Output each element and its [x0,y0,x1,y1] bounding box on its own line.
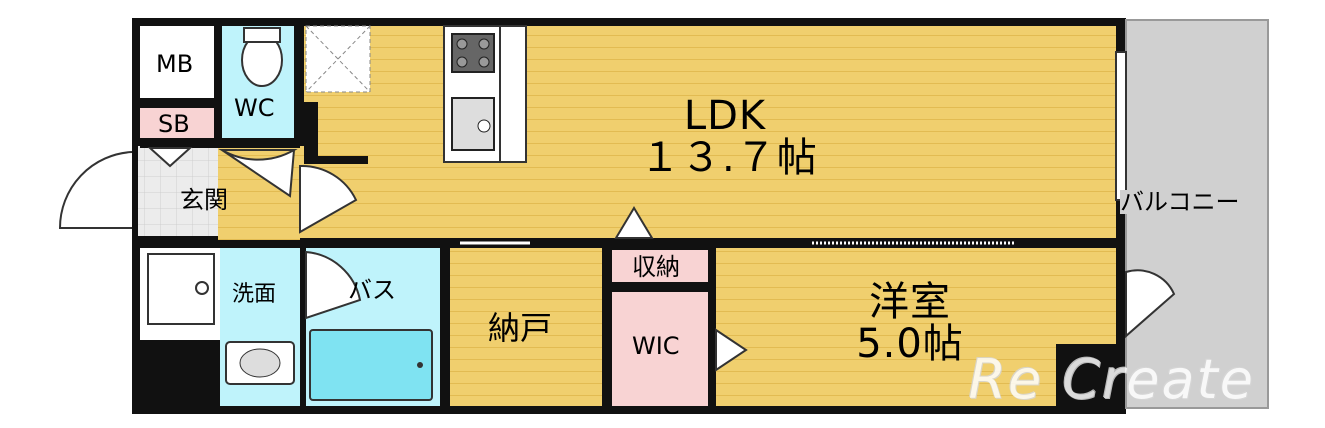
toilet-tank [243,27,281,43]
western-room-label: 洋室 5.0帖 [830,282,990,364]
bath-label: バス [348,276,396,304]
kitchen-back-counter [499,25,527,163]
wall-sb-entrance [140,138,300,148]
balcony-area [1125,19,1269,409]
wash-cabinet [140,340,220,408]
bath-door [305,250,362,320]
wall-wc-left [214,26,222,146]
western-room-pillar [1056,344,1116,408]
ldk-partition-stub [304,102,318,160]
mb-label: MB [156,50,194,78]
ldk-floor [300,26,1116,240]
balcony-door [1125,269,1176,339]
bathtub [309,329,433,401]
wic-floor [612,292,708,406]
wall-storage-left [440,240,450,410]
wic-door-marker [715,328,748,372]
western-room-name: 洋室 [869,279,951,325]
wall-wic-left [602,240,612,410]
wall-mb-sb [140,98,214,108]
washroom-label: 洗面 [232,282,277,307]
wc-label: WC [234,94,275,122]
kitchen-cooktop [451,33,495,73]
entrance-floor [138,146,218,236]
sb-label: SB [158,110,190,138]
ldk-name: LDK [683,93,767,139]
wic-label: WIC [632,332,680,360]
ldk-label: LDK １３.７帖 [640,93,818,181]
entrance-label: 玄関 [180,186,228,214]
wall-washroom-bath [300,240,306,410]
bath-drain [417,362,423,368]
mb-floor [140,26,214,98]
western-room-size: 5.0帖 [856,321,964,367]
closet-label: 収納 [632,253,680,281]
balcony-label: バルコニー [1120,188,1240,216]
storage-label: 納戸 [488,309,553,347]
front-door [58,151,133,229]
ldk-partition-foot [304,156,368,164]
wall-closet-wic [612,282,708,292]
wc-door [218,149,298,198]
wall-entrance-ldk [296,26,304,146]
ldk-door-marker [614,206,654,239]
ldk-size: １３.７帖 [640,135,818,181]
hall-door [299,164,358,234]
wall-wic-right [708,240,716,410]
entrance-step-marker [147,147,193,168]
western-room-floor [716,248,1116,406]
balcony-window [1115,51,1127,201]
closet-floor [612,250,708,282]
sb-floor [140,108,214,138]
watermark-text: Re Create [968,348,1255,411]
storage-floor [450,248,602,406]
